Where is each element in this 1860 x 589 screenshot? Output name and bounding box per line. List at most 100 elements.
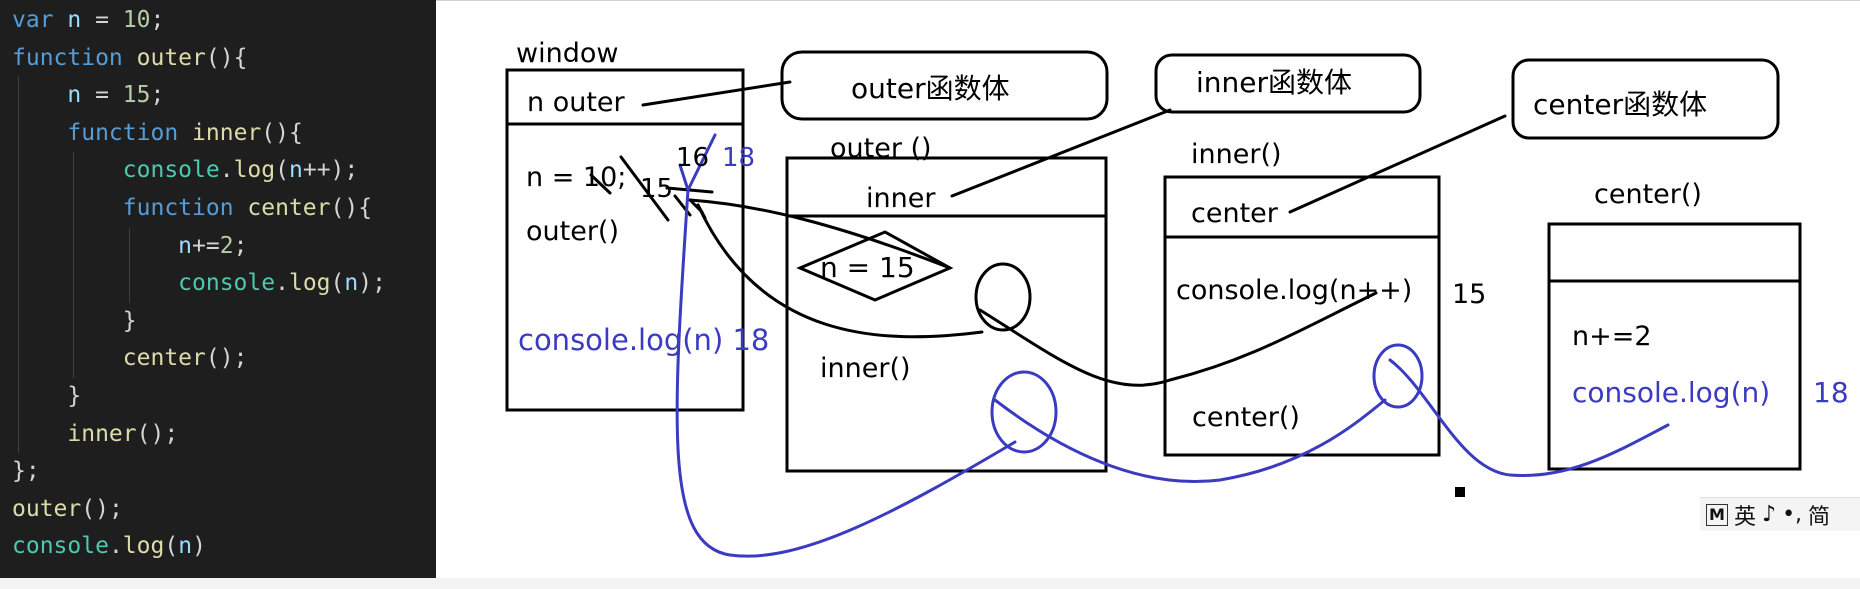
indent-guide	[18, 114, 19, 153]
code-line: console.log(n++);	[0, 152, 436, 190]
code-token: n	[344, 270, 359, 297]
code-token: .	[108, 533, 123, 560]
code-token: function	[67, 119, 179, 146]
code-line: };	[0, 453, 436, 491]
code-token: log	[233, 157, 276, 184]
label-window-16: 16	[676, 143, 709, 173]
indent-guide	[73, 227, 75, 266]
ime-language-toggle[interactable]: 英	[1734, 504, 1757, 530]
code-token: n	[178, 533, 193, 560]
code-token: }	[122, 307, 137, 334]
label-center-console: console.log(n)	[1572, 376, 1770, 409]
label-window: window	[516, 38, 618, 69]
label-window-console: console.log(n) 18	[518, 323, 769, 357]
code-token: n	[67, 82, 82, 109]
label-center-n: n+=2	[1572, 321, 1652, 352]
ime-punctuation-toggle[interactable]: •,	[1782, 502, 1803, 527]
label-outer-var: inner	[866, 183, 936, 214]
code-line: n = 15;	[0, 77, 436, 115]
ime-mode-toggle[interactable]: 简	[1808, 504, 1831, 530]
code-line: outer();	[0, 491, 436, 529]
label-window-18: 18	[722, 143, 755, 173]
code-token: ++);	[302, 157, 359, 184]
indent-guide	[128, 265, 130, 303]
code-token: 10	[122, 7, 151, 33]
label-outer-scope: outer ()	[830, 133, 932, 164]
label-inner-center-call: center()	[1192, 402, 1300, 433]
code-token: ();	[136, 420, 179, 447]
code-line: }	[0, 377, 436, 416]
code-token: .	[275, 270, 289, 297]
label-window-vars: n outer	[527, 87, 626, 118]
indent-guide	[18, 377, 19, 416]
code-line: function inner(){	[0, 114, 436, 153]
indent-guide	[18, 340, 19, 378]
label-outer-n: n = 15	[820, 251, 915, 284]
ime-moon-icon[interactable]: ♪	[1762, 502, 1777, 527]
code-line: function center(){	[0, 189, 436, 228]
window-scope-box	[505, 68, 745, 412]
code-token: );	[358, 270, 386, 297]
code-token: ;	[150, 82, 165, 109]
label-inner-var: center	[1191, 198, 1279, 229]
code-line: var n = 10;	[0, 2, 436, 40]
code-token: (){	[261, 119, 303, 146]
label-center-body: center函数体	[1533, 88, 1707, 121]
code-line: }	[0, 302, 436, 341]
label-center-18: 18	[1813, 376, 1849, 409]
code-token: n	[178, 232, 193, 259]
code-token: function	[12, 44, 123, 71]
indent-guide	[18, 302, 19, 341]
label-inner-15: 15	[1452, 279, 1486, 310]
black-connectors	[589, 80, 1507, 387]
label-inner-body: inner函数体	[1196, 66, 1352, 99]
indent-guide	[73, 265, 75, 303]
code-editor[interactable]: var n = 10;function outer(){ n = 15; fun…	[0, 0, 436, 578]
code-token: console	[122, 157, 220, 184]
bottom-strip	[0, 578, 1860, 589]
label-window-outer-call: outer()	[526, 216, 619, 247]
indent-guide	[73, 340, 75, 378]
indent-guide	[18, 415, 19, 454]
label-center-scope: center()	[1594, 179, 1702, 210]
code-token: }	[67, 382, 82, 409]
label-outer-inner-call: inner()	[820, 353, 911, 384]
center-body-pill	[1511, 58, 1780, 140]
label-window-n: n = 10;	[526, 162, 626, 193]
code-token: 15	[122, 82, 151, 109]
code-token: log	[122, 533, 165, 560]
indent-guide	[73, 302, 75, 341]
inner-body-pill	[1154, 53, 1422, 114]
code-token: log	[288, 270, 331, 297]
code-token: ();	[81, 495, 123, 522]
label-outer-body: outer函数体	[851, 72, 1010, 105]
code-token: inner	[67, 420, 137, 447]
ime-toolbar[interactable]: M 英 ♪ •, 简	[1700, 497, 1860, 531]
code-token: outer	[136, 44, 206, 71]
label-inner-scope: inner()	[1191, 139, 1282, 170]
code-token: (){	[205, 44, 248, 71]
code-token: (){	[330, 194, 373, 221]
code-token: ();	[205, 345, 248, 372]
code-token: 2	[219, 232, 234, 259]
label-window-15: 15	[640, 174, 673, 204]
code-token: function	[122, 194, 234, 221]
code-token: )	[192, 533, 206, 560]
code-token: n	[67, 7, 82, 33]
blue-annotations	[675, 133, 1670, 558]
canvas-top-border	[436, 0, 1860, 1]
indent-guide	[18, 189, 19, 228]
indent-guide	[18, 77, 19, 115]
indent-guide	[18, 227, 19, 266]
outer-body-pill	[780, 50, 1109, 121]
ime-logo-icon[interactable]: M	[1706, 503, 1728, 526]
code-line: n+=2;	[0, 227, 436, 266]
code-token: outer	[12, 495, 82, 522]
code-token: console	[12, 533, 109, 560]
code-token: (	[330, 270, 345, 297]
code-token: center	[247, 194, 331, 221]
code-line: function outer(){	[0, 40, 436, 78]
indent-guide	[73, 189, 75, 228]
code-token: .	[219, 157, 234, 184]
